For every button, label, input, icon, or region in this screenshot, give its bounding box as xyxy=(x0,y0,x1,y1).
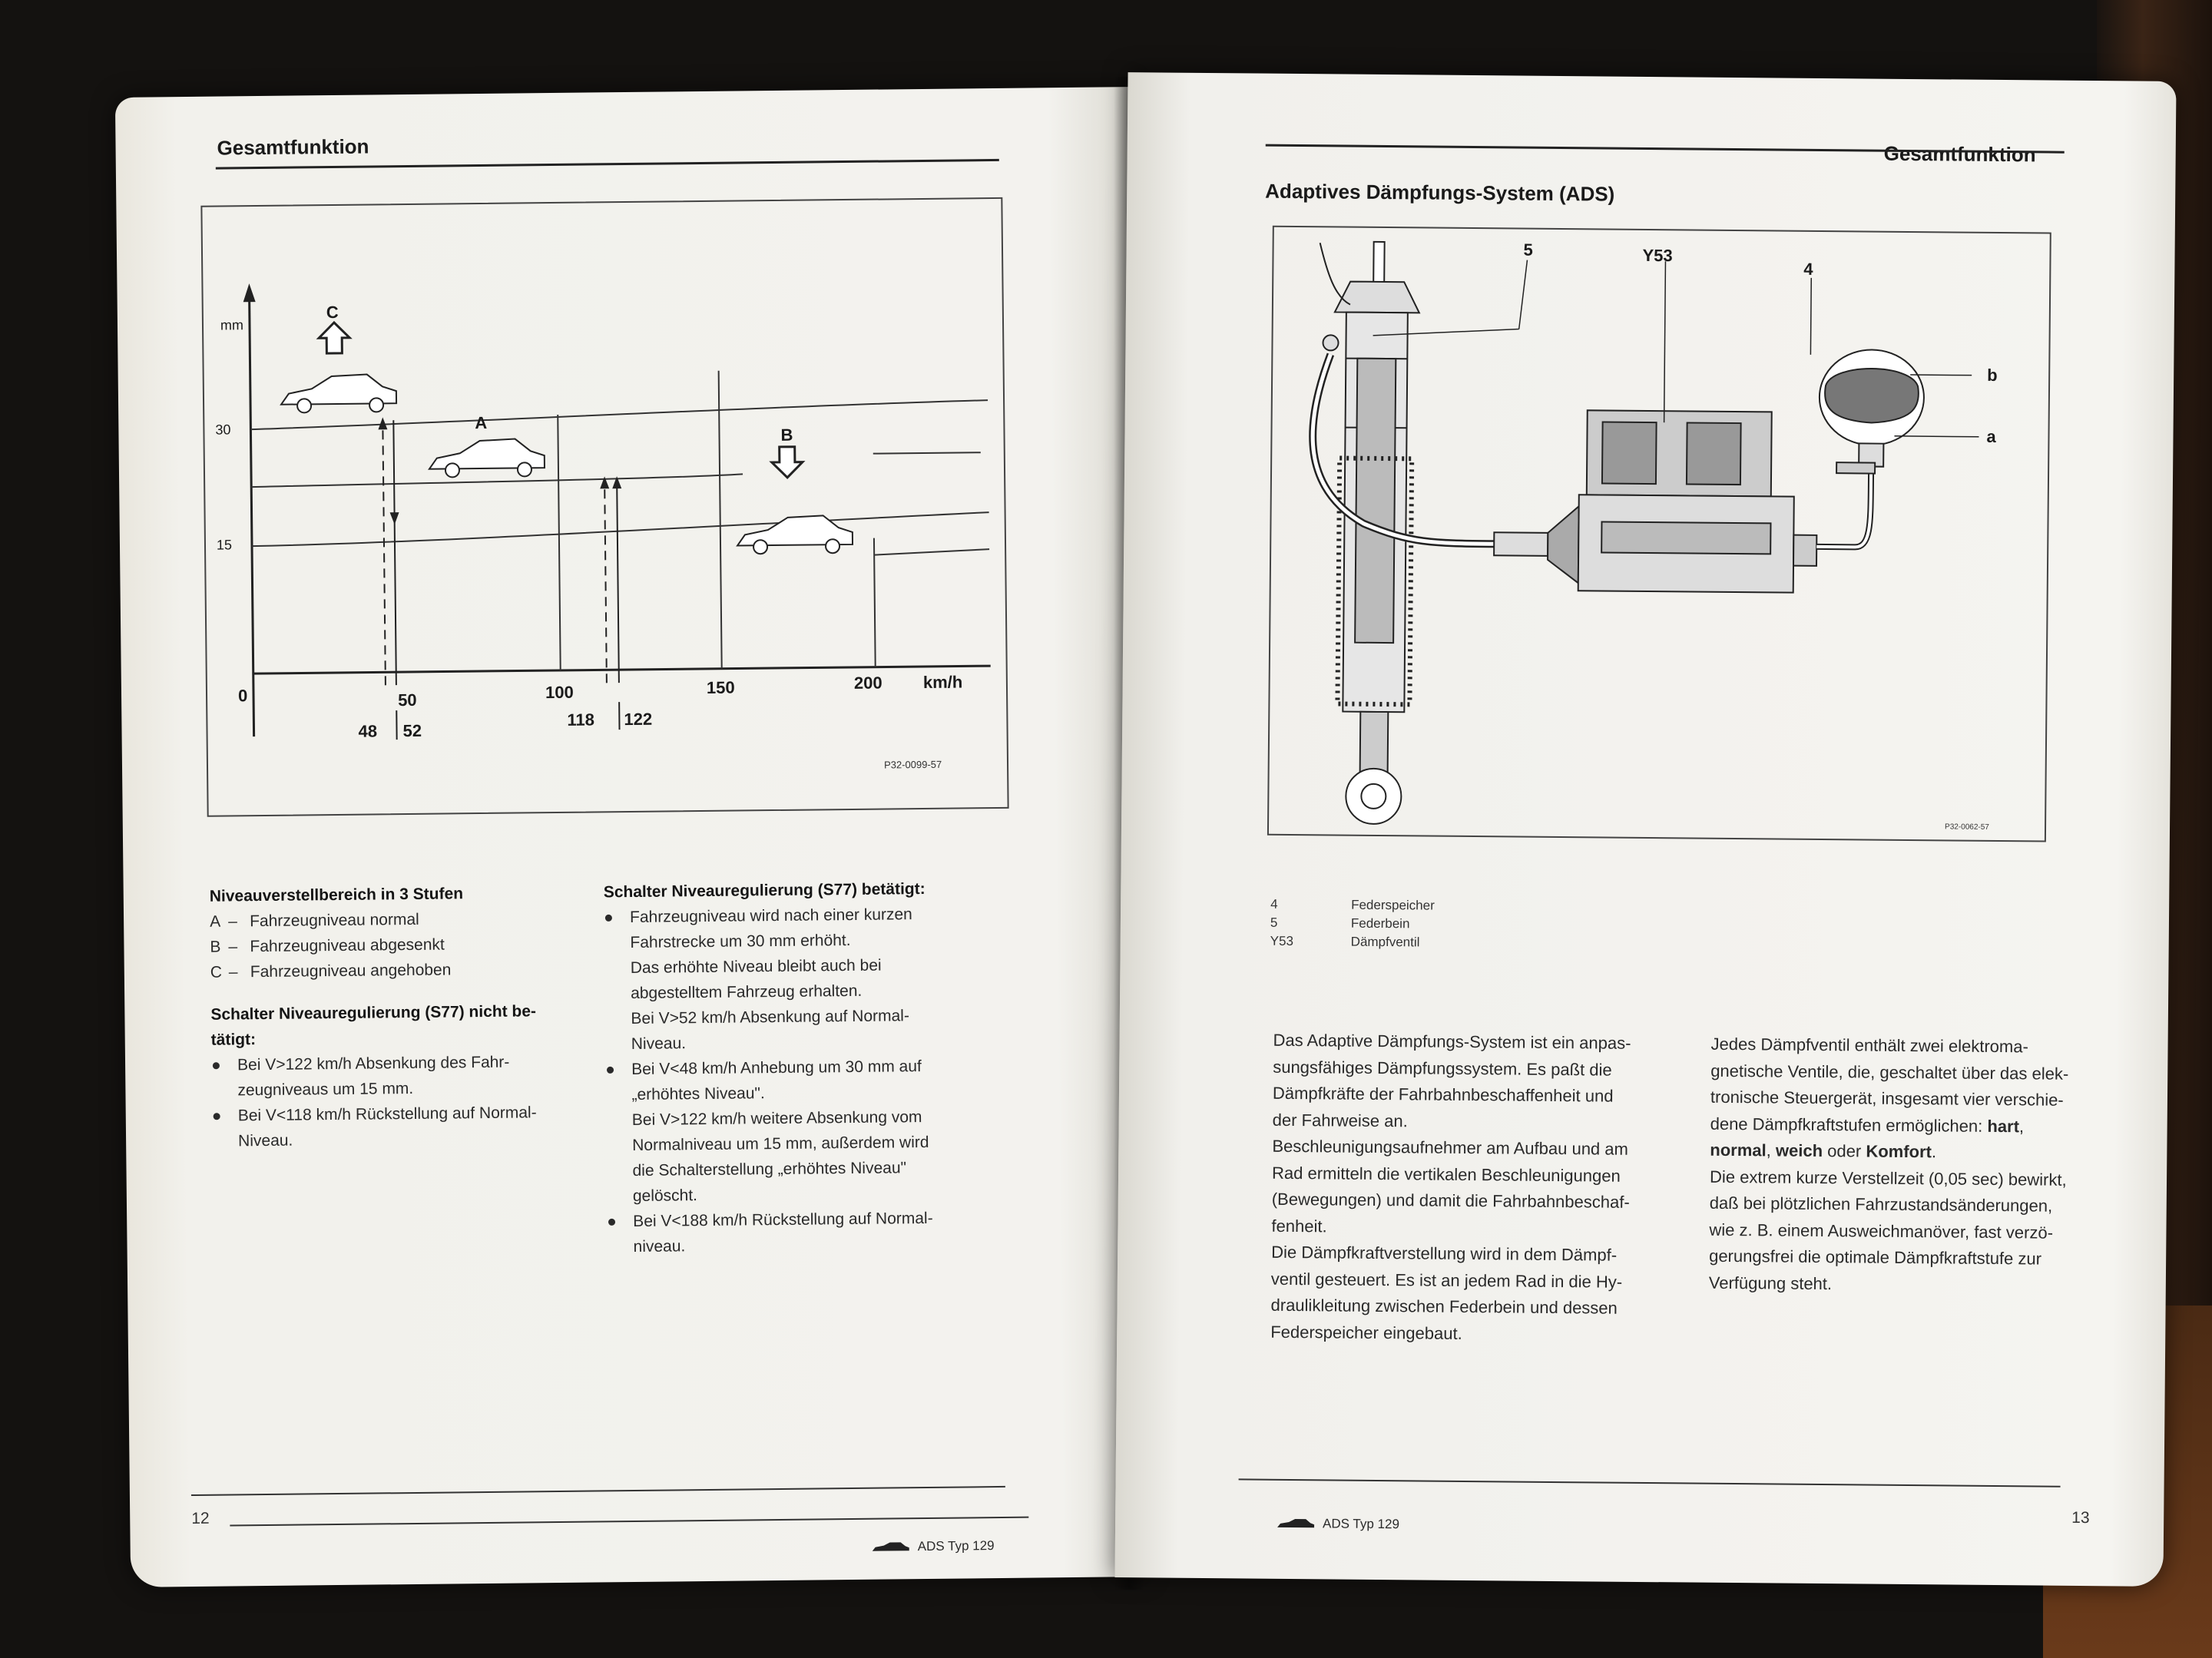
strut-drawing xyxy=(1319,240,1421,825)
y-tick-30: 30 xyxy=(215,422,230,437)
page-header: Gesamtfunktion xyxy=(217,134,369,160)
level-label-b: B xyxy=(780,425,793,445)
x-tick-0: 0 xyxy=(238,686,248,705)
level-label-a: A xyxy=(475,413,487,432)
level-line-b-upper xyxy=(873,452,981,455)
x-tick-100: 100 xyxy=(545,683,574,702)
car-logo-icon xyxy=(872,1541,910,1554)
switch-line-48 xyxy=(382,420,386,686)
spring-accumulator-drawing xyxy=(1818,349,1925,475)
heading-betaetigt: Schalter Niveauregulierung (S77) betätig… xyxy=(603,879,926,902)
sub-tick-52: 52 xyxy=(402,721,422,740)
y-axis xyxy=(248,299,256,737)
footer-label: ADS Typ 129 xyxy=(1323,1516,1400,1532)
y-unit-label: mm xyxy=(220,317,243,333)
right-col2-text: Jedes Dämpfventil enthält zwei elektroma… xyxy=(1708,1034,2069,1293)
level-line-a xyxy=(251,473,743,488)
y-tick-15: 15 xyxy=(217,537,232,552)
level-line-30 xyxy=(250,399,988,431)
ads-diagram: 5 Y53 4 b a P32-0062-57 xyxy=(1309,240,1998,832)
figure-reference: P32-0099-57 xyxy=(884,759,942,771)
y-axis-arrow xyxy=(243,283,256,303)
diagram-label-b: b xyxy=(1987,366,1998,385)
damper-valve-drawing xyxy=(1547,409,1818,594)
heading-nicht-betaetigt: Schalter Niveauregulierung (S77) nicht b… xyxy=(210,1002,537,1024)
footer-rule xyxy=(1238,1478,2061,1488)
switch-line-122 xyxy=(616,479,620,683)
level-line-15 xyxy=(251,511,989,548)
x-unit-label: km/h xyxy=(923,672,963,692)
down-arrow-icon xyxy=(769,445,806,479)
ads-diagram-frame: 5 Y53 4 b a P32-0062-57 xyxy=(1267,225,2051,842)
page-number-right: 13 xyxy=(2071,1508,2090,1527)
left-col1-text: Niveauverstellbereich in 3 Stufen A–Fahr… xyxy=(210,880,538,1153)
diagram-label-4: 4 xyxy=(1803,260,1813,279)
header-rule xyxy=(215,158,999,170)
car-icon-b xyxy=(736,515,854,555)
sub-tick-122: 122 xyxy=(624,710,652,729)
sub-tick-118: 118 xyxy=(567,710,594,729)
switch-line-52 xyxy=(392,420,397,686)
level-chart: C A B mm 30 15 0 50 100 150 200 km/h 48 … xyxy=(215,283,991,771)
heading-niveauverstellbereich: Niveauverstellbereich in 3 Stufen xyxy=(209,885,464,905)
footer-rule-bottom xyxy=(230,1516,1029,1527)
section-title: Adaptives Dämpfungs-System (ADS) xyxy=(1265,179,1615,206)
footer-rule-top xyxy=(190,1485,1005,1497)
guide-100 xyxy=(557,414,561,670)
sub-tick-48: 48 xyxy=(358,721,377,740)
guide-200 xyxy=(873,538,876,667)
diagram-label-5: 5 xyxy=(1523,240,1532,260)
level-label-c: C xyxy=(326,303,339,322)
car-logo-icon xyxy=(1277,1517,1315,1530)
guide-150 xyxy=(717,370,723,669)
switch-line-118 xyxy=(604,479,608,683)
page-header: Gesamtfunktion xyxy=(1883,141,2036,167)
diagram-label-y53: Y53 xyxy=(1642,246,1672,265)
right-page: Gesamtfunktion Adaptives Dämpfungs-Syste… xyxy=(1114,72,2177,1587)
car-icon-a xyxy=(428,438,545,478)
left-page: Gesamtfunktion xyxy=(114,87,1145,1587)
right-col1-text: Das Adaptive Dämpfungs-System ist ein an… xyxy=(1270,1030,1631,1343)
car-icon-c xyxy=(280,373,398,414)
level-line-b-right xyxy=(874,548,990,556)
x-tick-150: 150 xyxy=(707,678,735,697)
left-col2-text: Schalter Niveauregulierung (S77) betätig… xyxy=(604,876,934,1259)
up-arrow-icon xyxy=(316,320,353,355)
x-tick-50: 50 xyxy=(398,690,417,710)
footer-label: ADS Typ 129 xyxy=(917,1538,995,1554)
diagram-reference: P32-0062-57 xyxy=(1945,822,1989,832)
accumulator-pipe xyxy=(1816,462,1875,551)
level-chart-frame: C A B mm 30 15 0 50 100 150 200 km/h 48 … xyxy=(200,197,1009,817)
x-axis xyxy=(253,664,991,675)
x-tick-200: 200 xyxy=(854,673,882,693)
page-number-left: 12 xyxy=(191,1509,210,1528)
diagram-label-a: a xyxy=(1986,427,1996,446)
